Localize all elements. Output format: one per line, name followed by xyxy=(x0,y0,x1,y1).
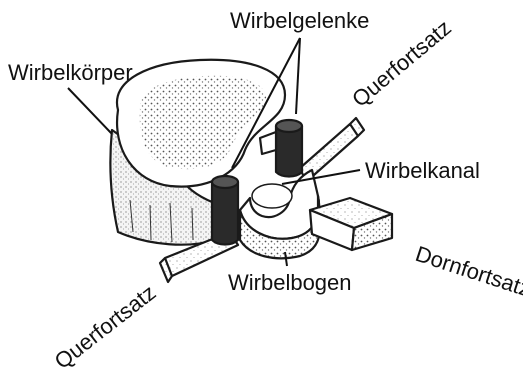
label-vertebral-body: Wirbelkörper xyxy=(8,60,133,85)
label-spinous-process: Dornfortsatz xyxy=(412,241,523,302)
label-transverse-process-lower: Querfortsatz xyxy=(50,280,161,374)
vertebral-arch xyxy=(240,170,319,258)
label-facet-joints: Wirbelgelenke xyxy=(230,8,369,33)
spinous-process xyxy=(310,198,392,250)
label-vertebral-arch: Wirbelbogen xyxy=(228,270,352,295)
label-spinal-canal: Wirbelkanal xyxy=(365,158,480,183)
spinal-canal xyxy=(252,184,292,208)
